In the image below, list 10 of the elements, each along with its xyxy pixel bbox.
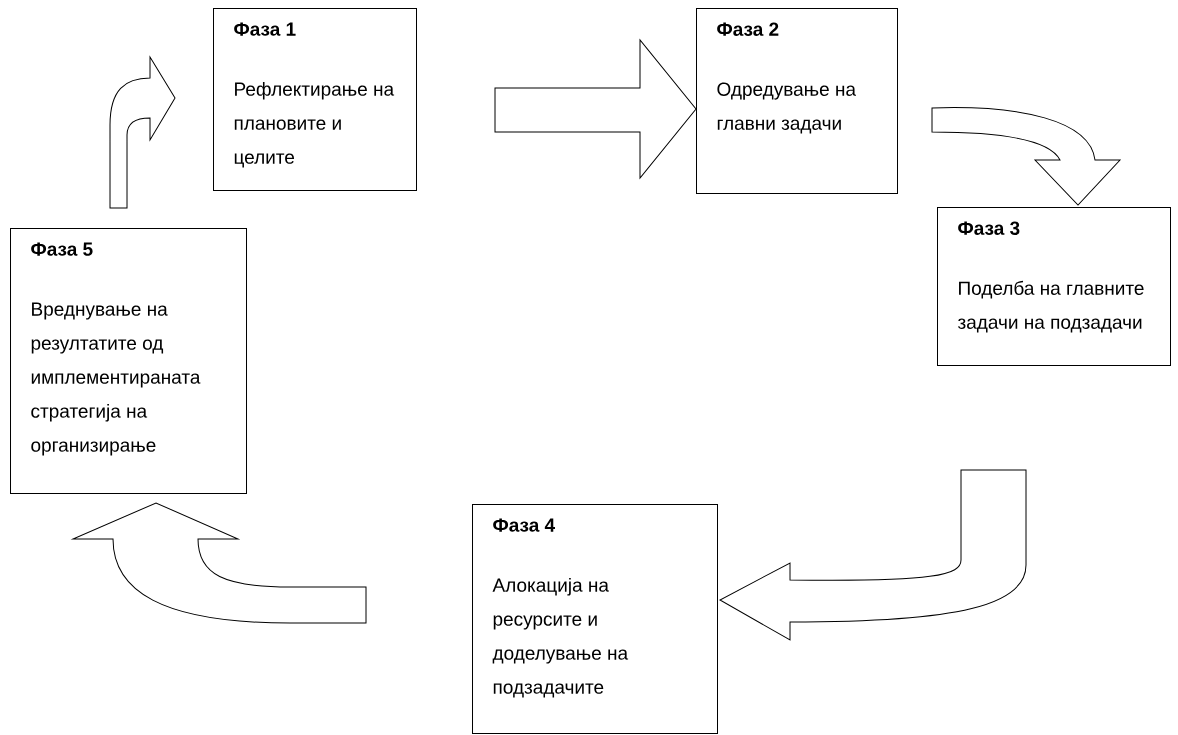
- block-arrow: [931, 107, 1121, 206]
- process-box: Фаза 5 Вреднување на резултатите од имплементираната стратегија на организирање: [10, 228, 247, 494]
- process-box: Фаза 1 Рефлектирање на плановите и целите: [213, 8, 417, 191]
- process-box: Фаза 3 Поделба на главните задачи на подзадачи: [937, 207, 1171, 366]
- block-arrow: [72, 502, 367, 624]
- block-arrow: [109, 56, 176, 209]
- process-box: Фаза 4 Алокација на ресурсите и доделување на подзадачите: [472, 504, 718, 734]
- block-arrow: [494, 39, 697, 179]
- block-arrow: [719, 469, 1027, 641]
- process-box: Фаза 2 Одредување на главни задачи: [696, 8, 898, 194]
